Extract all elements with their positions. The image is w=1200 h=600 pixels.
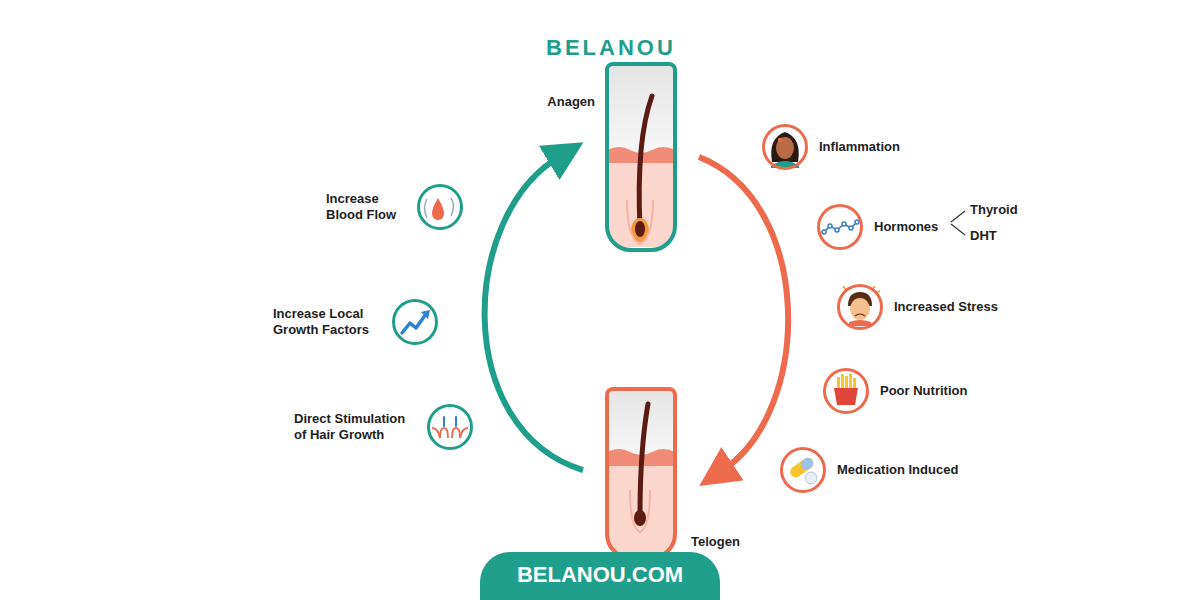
factor-icon: Inflammation — [762, 124, 808, 170]
cycle-arrow — [485, 157, 583, 470]
telogen-follicle — [607, 389, 675, 556]
pills-icon — [788, 456, 817, 484]
stage-label: Anagen — [547, 94, 595, 110]
website-banner: BELANOU.COM — [480, 552, 720, 600]
factor-label: Direct Stimulation of Hair Growth — [294, 411, 418, 443]
label-box: Direct Stimulation of Hair Growth — [294, 411, 418, 443]
label-box: Increased Stress — [894, 299, 998, 315]
anagen-tube: Anagen — [605, 62, 677, 252]
cycle-arrow — [699, 157, 788, 470]
treatment-icon: Increase Blood Flow — [417, 184, 463, 230]
hormone-molecule-icon — [822, 220, 859, 234]
label-box: Inflammation — [819, 139, 900, 155]
factor-icon: Hormones — [817, 204, 863, 250]
banner-text: BELANOU.COM — [517, 562, 683, 588]
factor-label: Hormones — [874, 219, 938, 235]
branch-lines — [951, 211, 965, 235]
label-box: Increase Blood Flow — [326, 191, 408, 223]
factor-icon: Poor Nutrition — [823, 368, 869, 414]
branch-label: DHT — [970, 228, 997, 243]
branch-label: Thyroid — [970, 202, 1018, 217]
factor-label: Medication Induced — [837, 462, 958, 478]
follicle-icon — [432, 417, 468, 438]
stage-label: Telogen — [691, 534, 740, 550]
inflammation-icon — [771, 132, 799, 168]
factor-label: Inflammation — [819, 139, 900, 155]
factor-label: Increase Blood Flow — [326, 191, 408, 223]
label-box: Poor Nutrition — [880, 383, 967, 399]
telogen-tube: Telogen — [605, 387, 677, 560]
factor-icon: Increased Stress — [837, 284, 883, 330]
stress-face-icon — [843, 286, 880, 326]
factor-label: Increased Stress — [894, 299, 998, 315]
factor-icon: Medication Induced — [780, 447, 826, 493]
growth-arrow-icon — [402, 310, 430, 333]
factor-label: Increase Local Growth Factors — [273, 306, 383, 338]
factor-label: Poor Nutrition — [880, 383, 967, 399]
treatment-icon: Direct Stimulation of Hair Growth — [427, 404, 473, 450]
label-box: Medication Induced — [837, 462, 958, 478]
anagen-follicle — [607, 64, 675, 247]
fries-icon — [834, 374, 858, 405]
logo-text: BELANOU — [546, 35, 676, 61]
treatment-icon: Increase Local Growth Factors — [392, 299, 438, 345]
label-box: Hormones — [874, 219, 938, 235]
blood-flow-icon — [425, 198, 454, 220]
label-box: Increase Local Growth Factors — [273, 306, 383, 338]
